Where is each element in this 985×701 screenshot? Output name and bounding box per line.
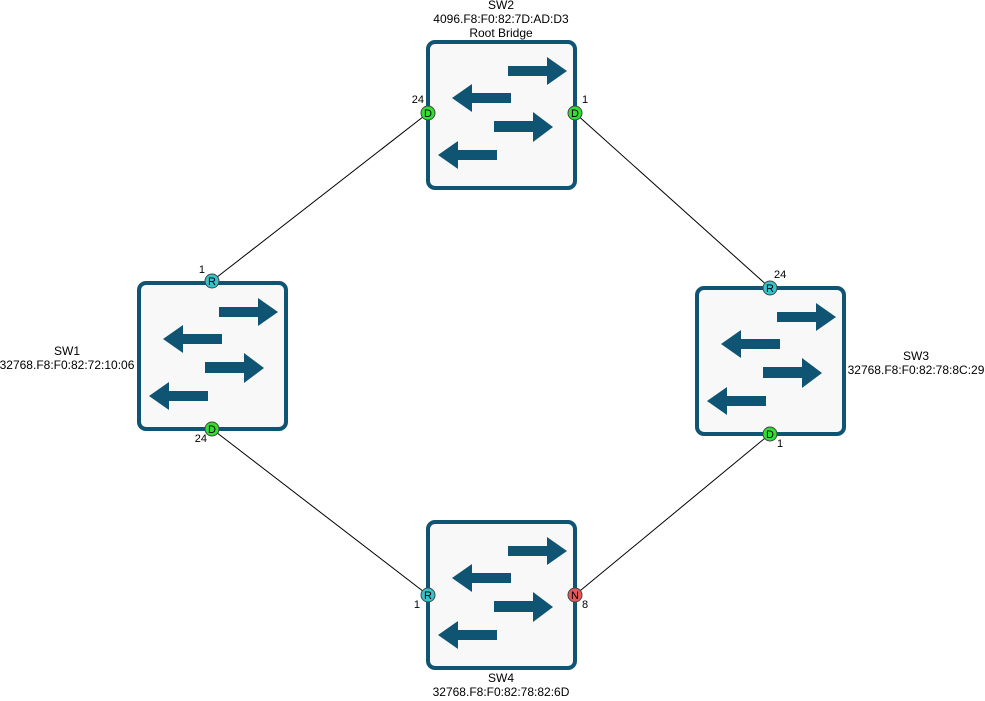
port-role-letter: D <box>766 429 774 441</box>
switch-bridge-id: 32768.F8:F0:82:78:82:6D <box>433 685 570 699</box>
port-role-letter: R <box>208 276 216 288</box>
link-sw1-sw4[interactable] <box>211 428 429 596</box>
port-number: 24 <box>412 94 424 106</box>
links-layer <box>211 112 771 596</box>
port-role-letter: D <box>424 108 432 120</box>
network-switch-icon <box>438 537 567 649</box>
port-role-blocked <box>567 587 583 603</box>
link-sw2-sw1[interactable] <box>211 112 429 282</box>
switch-sw3[interactable]: SW3 32768.F8:F0:82:78:8C:29 <box>695 286 985 436</box>
ports-layer: D 24 D 1 R 1 D 24 <box>195 94 787 611</box>
switch-bridge-id: 32768.F8:F0:82:72:10:06 <box>0 358 135 372</box>
port-number: 8 <box>582 599 588 611</box>
port-role-designated <box>420 105 436 121</box>
port-role-letter: D <box>208 424 216 436</box>
port-role-designated <box>567 105 583 121</box>
port-role-root <box>420 587 436 603</box>
switch-name: SW3 <box>903 349 929 363</box>
switch-name: SW2 <box>488 0 514 12</box>
switch-bridge-id: 32768.F8:F0:82:78:8C:29 <box>848 363 985 377</box>
root-bridge-label: Root Bridge <box>469 26 533 40</box>
port-sw2-24[interactable]: D 24 <box>412 94 436 121</box>
port-sw3-1[interactable]: D 1 <box>762 426 783 450</box>
port-number: 1 <box>414 599 420 611</box>
port-sw1-24[interactable]: D 24 <box>195 421 220 445</box>
port-role-root <box>762 280 778 296</box>
port-number: 1 <box>582 94 588 106</box>
link-sw2-sw3[interactable] <box>574 112 771 289</box>
switch-sw1[interactable]: SW1 32768.F8:F0:82:72:10:06 <box>0 281 288 431</box>
port-role-designated <box>762 426 778 442</box>
port-role-letter: D <box>571 108 579 120</box>
switch-name: SW1 <box>54 344 80 358</box>
port-role-letter: R <box>766 283 774 295</box>
network-switch-icon <box>707 303 836 415</box>
port-role-letter: N <box>571 590 579 602</box>
network-switch-icon <box>149 298 278 410</box>
port-number: 24 <box>774 269 786 281</box>
link-sw3-sw4[interactable] <box>574 433 771 596</box>
port-number: 24 <box>195 433 207 445</box>
switch-sw4[interactable]: SW4 32768.F8:F0:82:78:82:6D <box>426 520 577 699</box>
port-sw1-1[interactable]: R 1 <box>199 264 220 289</box>
port-role-letter: R <box>424 590 432 602</box>
port-sw2-1[interactable]: D 1 <box>567 94 588 121</box>
port-sw4-1[interactable]: R 1 <box>414 587 436 611</box>
switch-name: SW4 <box>488 671 514 685</box>
network-switch-icon <box>438 57 567 169</box>
port-sw4-8[interactable]: N 8 <box>567 587 588 611</box>
switch-bridge-id: 4096.F8:F0:82:7D:AD:D3 <box>433 12 569 26</box>
port-role-root <box>204 273 220 289</box>
port-number: 1 <box>777 438 783 450</box>
port-sw3-24[interactable]: R 24 <box>762 269 786 296</box>
port-number: 1 <box>199 264 205 276</box>
port-role-designated <box>204 421 220 437</box>
switch-sw2[interactable]: SW2 4096.F8:F0:82:7D:AD:D3 Root Bridge <box>426 0 577 190</box>
